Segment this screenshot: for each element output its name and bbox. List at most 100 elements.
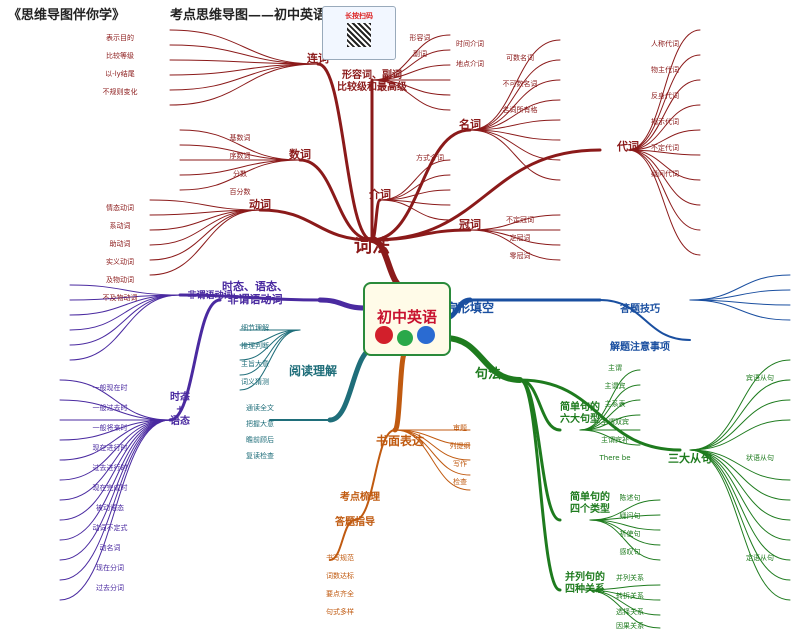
clauses-twig [689,449,791,501]
leaf-label: 方式介词 [416,153,444,162]
conjunction-twig [169,29,319,65]
cloze-twig [689,289,791,301]
leaf-label: 把握大意 [246,419,274,428]
article-twig [469,214,561,231]
center-title: 初中英语 [376,308,437,326]
leaf-label: 名词所有格 [503,105,538,114]
conjunction-twig [169,59,319,65]
word-subtrunk-pronoun [370,148,602,242]
leaf-label: 分数 [233,169,247,178]
leaf-label: There be [598,454,630,462]
node-answer-guide: 答题指导 [334,515,375,528]
node-tense-short: 时态 [170,390,190,403]
types-twig [589,519,661,561]
leaf-label: 因果关系 [616,621,644,630]
word-subtrunk-article [370,228,472,242]
leaf-label: 主系表 [605,399,626,408]
pronoun-twig [627,149,701,156]
leaf-label: 陈述句 [620,493,641,502]
leaf-label: 主谓 [608,363,622,372]
node-verb: 动词 [249,197,271,211]
cloze-twig [689,299,791,321]
leaf-label: 助动词 [110,239,131,248]
cloze-notes-line [599,299,691,341]
pronoun-twig [627,149,701,181]
noun-twig [469,129,561,161]
tense-twig [59,419,171,541]
pronoun-twig [627,79,701,151]
leaf-label: 感叹句 [620,547,641,556]
pronoun-twig [627,54,701,151]
word-subtrunk-noun [370,128,472,242]
leaf-label: 通读全文 [246,403,274,412]
noun-twig [469,119,561,131]
writing-points-line [329,519,356,561]
tense-main-line [168,298,222,422]
leaf-label: 不可数名词 [503,79,538,88]
node-simple-sentence: 六大句型 [560,412,600,425]
simple-twig [579,384,641,431]
leaf-label: 物主代词 [651,65,679,74]
tense-twig [59,419,171,441]
leaf-label: 宾语从句 [746,373,774,382]
numeral-twig [179,129,301,161]
leaf-label: 过去进行时 [93,463,128,472]
node-clauses: 三大从句 [668,451,712,465]
noun-twig [469,39,561,131]
simple-twig [579,429,641,446]
reading-trunk [327,345,378,423]
leaf-label: 定语从句 [746,553,774,562]
node-exam-review: 考点梳理 [340,490,380,503]
pronoun-twig [627,149,701,231]
tense-twig [59,419,171,461]
tense-twig [59,419,171,501]
qr-poster[interactable]: 长按扫码 [322,6,396,60]
conjunction-twig [169,44,319,65]
leaf-label: 情态动词 [106,203,134,212]
clauses-twig [689,449,791,601]
branch-reading: 阅读理解 [289,363,337,378]
tense-twig [59,419,171,481]
numeral-twig [179,144,301,161]
clauses-twig [689,399,791,451]
adjective-twig [371,79,451,111]
leaf-label: 过去分词 [96,583,124,592]
leaf-label: 推理判断 [241,341,269,350]
leaf-label: 定冠词 [510,233,531,242]
clauses-twig [689,449,791,581]
branch-sentence-method: 句法 [475,366,501,382]
leaf-label: 书写规范 [326,553,354,562]
adjective-twig [371,34,451,81]
qr-code-icon [347,23,371,47]
poster-label: 长按扫码 [345,12,373,20]
red-ball-icon [375,326,393,344]
pronoun-twig [627,29,701,151]
leaf-label: 选择关系 [616,607,644,616]
leaf-label: 复读检查 [246,451,274,460]
cloze-twig [689,274,791,301]
pronoun-twig [627,129,701,151]
tense-trunk [317,297,368,311]
leaf-label: 细节理解 [241,323,269,332]
node-adjective-adverb: 比较级和最高级 [337,80,408,93]
node-simple-sentence: 简单句的 [560,400,600,413]
leaf-label: 写作 [453,459,467,468]
leaf-label: 不定冠词 [506,215,534,224]
leaf-label: 一般过去时 [93,403,128,412]
clauses-twig [689,449,791,481]
leaf-label: 实义动词 [106,257,134,266]
leaf-label: 及物动词 [106,275,134,284]
leaf-label: 反身代词 [651,91,679,100]
leaf-label: 瞻前顾后 [246,435,274,444]
leaf-label: 比较等级 [106,51,134,60]
leaf-label: 不规则变化 [103,87,138,96]
node-sentence-types: 简单句的 [570,490,610,503]
conjunction-twig [169,63,319,91]
leaf-label: 现在完成时 [93,483,128,492]
sentence-trunk [442,335,523,383]
writing-guide-line [354,429,396,521]
leaf-label: 序数词 [230,151,251,160]
leaf-label: 主旨大意 [241,359,269,368]
verb-twig [149,209,261,261]
